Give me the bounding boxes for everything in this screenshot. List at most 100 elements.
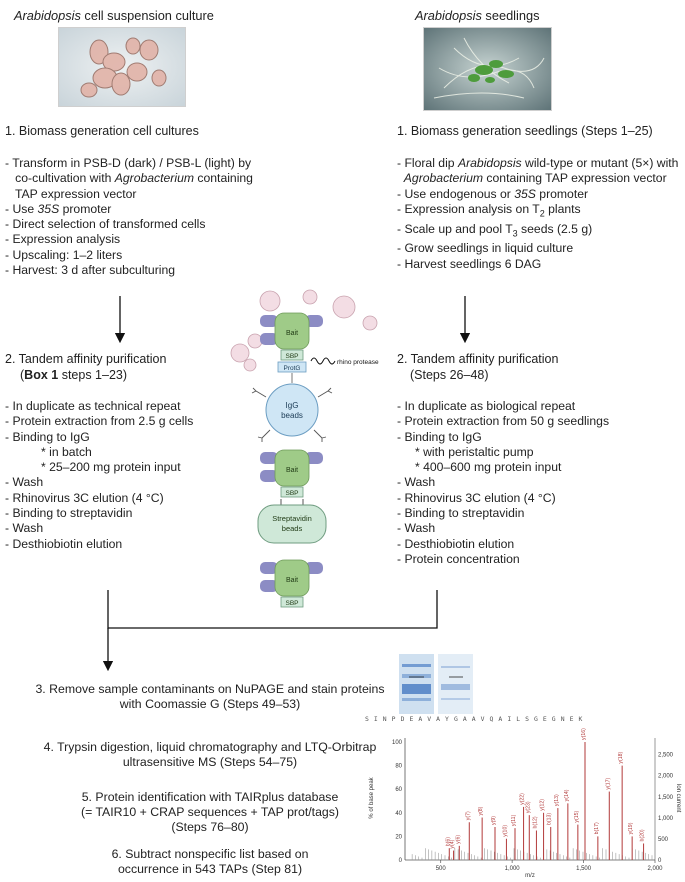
x-tick-label: 1,500 — [576, 866, 592, 872]
y-tick-label: 40 — [395, 811, 402, 817]
list-item: co-cultivation with Agrobacterium contai… — [11, 171, 253, 186]
list-item: TAP expression vector — [11, 186, 137, 201]
cell-culture-photo — [58, 27, 186, 107]
peak-label: y(9) — [491, 816, 497, 825]
list-item: - Binding to IgG — [397, 429, 482, 444]
list-item: - Desthiobiotin elution — [397, 536, 515, 551]
tap-diagram: Bait SBP ProtG rhino protease IgG beads … — [230, 289, 379, 608]
list-item: * in batch — [41, 444, 92, 459]
y-axis-label: % of base peak — [369, 776, 375, 818]
left-step1-title: 1. Biomass generation cell cultures — [5, 124, 199, 138]
list-item: - Expression analysis on T2 plants — [397, 201, 581, 219]
step5: 5. Protein identification with TAIRplus … — [80, 790, 340, 835]
right-step2-title: 2. Tandem affinity purification — [397, 352, 559, 366]
list-item: - Scale up and pool T3 seeds (2.5 g) — [397, 221, 593, 239]
mass-spectrum: % of base peak Ion current m/z 500 1,000 1… — [369, 728, 681, 879]
list-item: * 25–200 mg protein input — [41, 460, 181, 475]
list-item: - Binding to streptavidin — [5, 506, 133, 521]
list-item: - Protein concentration — [397, 551, 520, 566]
peak-label: y(12) — [540, 799, 546, 811]
svg-text:Streptavidin: Streptavidin — [272, 514, 312, 523]
list-item: * with peristaltic pump — [415, 444, 534, 459]
peak-label: y(11) — [511, 814, 517, 826]
left-step2-subtitle: (Box 1 steps 1–23) — [20, 368, 128, 382]
y-tick-label: 80 — [395, 764, 402, 770]
list-item: - Expression analysis — [5, 232, 121, 247]
list-item: - Upscaling: 1–2 liters — [5, 247, 123, 262]
peak-label: y(6) — [455, 835, 461, 844]
right-heading: Arabidopsis seedlings — [415, 8, 540, 23]
list-item: - Rhinovirus 3C elution (4 °C) — [5, 490, 164, 505]
y2-axis-label: Ion current — [675, 784, 681, 813]
list-item: - Desthiobiotin elution — [5, 536, 123, 551]
y2-tick-label: 2,000 — [658, 774, 674, 780]
y2-tick-label: 500 — [658, 837, 669, 843]
svg-text:Bait: Bait — [286, 467, 298, 474]
list-item: - Protein extraction from 50 g seedlings — [397, 414, 610, 429]
svg-text:IgG: IgG — [286, 401, 299, 410]
svg-text:beads: beads — [282, 524, 303, 533]
peak-label: y(4) — [450, 839, 456, 848]
igg-beads: IgG beads — [251, 373, 333, 442]
svg-text:ProtG: ProtG — [284, 365, 301, 372]
right-step1-list: - Floral dip Arabidopsis wild-type or mu… — [397, 156, 678, 272]
list-item: - Wash — [5, 475, 44, 490]
tap-complex-bottom: Bait SBP — [260, 559, 323, 608]
peak-label: y(15) — [574, 811, 580, 823]
streptavidin-beads: Streptavidin beads — [257, 499, 327, 544]
step4: 4. Trypsin digestion, liquid chromatogra… — [43, 740, 377, 770]
left-step1-list: - Transform in PSB-D (dark) / PSB-L (lig… — [5, 156, 253, 278]
peak-label: y(7) — [465, 811, 471, 820]
peak-label: y(13) — [554, 794, 560, 806]
list-item: - Harvest seedlings 6 DAG — [397, 256, 542, 271]
y-tick-label: 100 — [392, 740, 403, 746]
list-item: * 400–600 mg protein input — [415, 460, 562, 475]
peak-label: y(23) — [525, 801, 531, 813]
list-item: - Wash — [397, 521, 436, 536]
contaminant-proteins — [230, 289, 378, 372]
seedlings-photo — [423, 27, 552, 111]
x-tick-label: 1,000 — [505, 866, 521, 872]
right-step2-list: - In duplicate as biological repeat - Pr… — [397, 399, 609, 567]
x-axis-label: m/z — [525, 873, 535, 879]
left-step2-list: - In duplicate as technical repeat - Pro… — [5, 399, 193, 552]
y2-tick-label: 1,000 — [658, 816, 674, 822]
svg-text:SBP: SBP — [285, 490, 298, 497]
svg-text:SBP: SBP — [285, 600, 298, 607]
list-item: - Direct selection of transformed cells — [5, 217, 206, 232]
list-item: - Wash — [5, 521, 44, 536]
right-step1-title: 1. Biomass generation seedlings (Steps 1… — [397, 124, 653, 138]
list-item: - Use 35S promoter — [5, 201, 112, 216]
peak-label: y(10) — [502, 825, 508, 837]
list-item: - In duplicate as biological repeat — [397, 399, 576, 413]
step3: 3. Remove sample contaminants on NuPAGE … — [35, 682, 385, 712]
peak-label: b(6) — [445, 837, 451, 846]
y2-tick-label: 1,500 — [658, 795, 674, 801]
peak-label: b(13) — [547, 813, 553, 825]
svg-text:beads: beads — [281, 411, 303, 420]
list-item: - Harvest: 3 d after subculturing — [5, 263, 176, 278]
y-tick-label: 0 — [399, 858, 403, 864]
tap-complex-top: Bait SBP ProtG rhino protease — [260, 312, 379, 373]
peak-label: y(8) — [478, 806, 484, 815]
peak-label: y(17) — [605, 777, 611, 789]
list-item: - Binding to IgG — [5, 429, 90, 444]
peak-label: b(20) — [640, 829, 646, 841]
peak-label: y(14) — [564, 789, 570, 801]
list-item: - Binding to streptavidin — [397, 506, 525, 521]
list-item: - Protein extraction from 2.5 g cells — [5, 414, 194, 429]
list-item: - Use endogenous or 35S promoter — [397, 186, 589, 201]
gel-image — [399, 654, 473, 714]
list-item: - Transform in PSB-D (dark) / PSB-L (lig… — [5, 156, 252, 170]
list-item: - Wash — [397, 475, 436, 490]
list-item: - Grow seedlings in liquid culture — [397, 241, 574, 256]
list-item: Agrobacterium containing TAP expression … — [403, 171, 667, 186]
peak-label: y(19) — [628, 822, 634, 834]
x-tick-label: 500 — [436, 866, 447, 872]
svg-text:SBP: SBP — [285, 353, 298, 360]
tap-complex-middle: Bait SBP — [260, 449, 323, 498]
svg-text:Bait: Bait — [286, 330, 298, 337]
step6: 6. Subtract nonspecific list based on oc… — [111, 847, 309, 877]
svg-text:Bait: Bait — [286, 577, 298, 584]
